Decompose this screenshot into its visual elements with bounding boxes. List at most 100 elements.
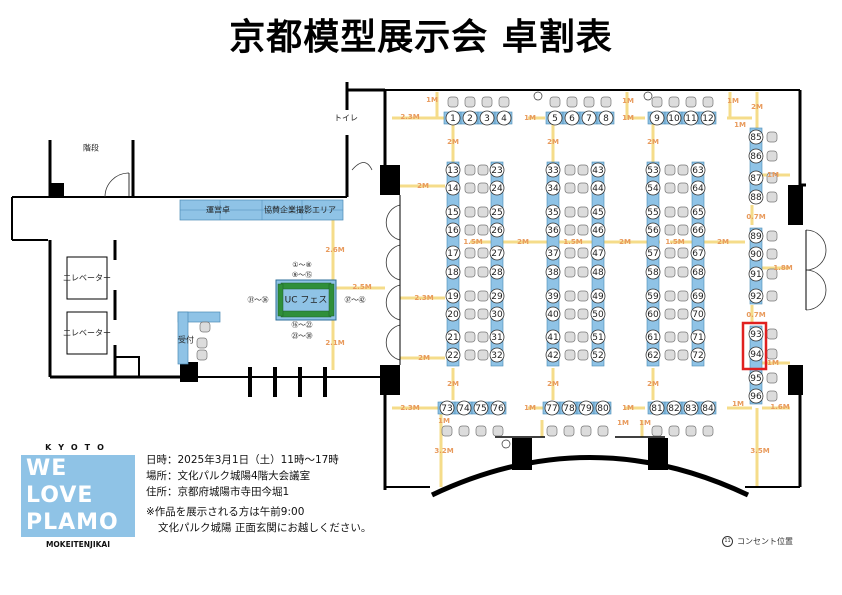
- door-arc: [104, 172, 130, 198]
- table-number-59: 59: [647, 292, 659, 302]
- chair: [766, 372, 778, 384]
- chair: [464, 96, 476, 108]
- table-number-circle: [547, 110, 563, 126]
- distance-label: 2M: [717, 238, 729, 246]
- logo: WE LOVE PLAMO: [21, 455, 135, 537]
- chair: [464, 247, 476, 259]
- uc-range: ㊲〜㊷: [345, 296, 366, 304]
- chair: [477, 331, 489, 343]
- table-number-circle: [545, 180, 561, 196]
- distance-label: 1M: [426, 96, 438, 104]
- table-number-43: 43: [592, 166, 603, 176]
- chair: [458, 425, 470, 437]
- chair: [464, 308, 476, 320]
- table-number-circle: [748, 370, 764, 386]
- table-number-circle: [645, 222, 661, 238]
- distance-label: 3.2M: [434, 447, 453, 455]
- table-number-circle: [748, 326, 764, 342]
- chair: [677, 206, 689, 218]
- table-number-21: 21: [447, 333, 458, 343]
- chair: [464, 349, 476, 361]
- table-number-circle: [590, 245, 606, 261]
- table-number-circle: [595, 400, 611, 416]
- table-number-25: 25: [491, 208, 502, 218]
- table-number-9: 9: [654, 114, 660, 124]
- chair: [766, 131, 778, 143]
- event-note-2: 文化パルク城陽 正面玄関にお越しください。: [158, 522, 372, 534]
- table-number-circle: [445, 288, 461, 304]
- table-number-88: 88: [750, 193, 762, 203]
- uc-green-col: [277, 283, 284, 317]
- table-number-circle: [690, 288, 706, 304]
- table-number-circle: [649, 400, 665, 416]
- table-number-86: 86: [750, 152, 762, 162]
- door-arc: [805, 229, 827, 271]
- chair: [664, 247, 676, 259]
- uc-green-col: [328, 283, 335, 317]
- page-title: 京都模型展示会 卓割表: [229, 17, 613, 58]
- table-number-circle: [690, 204, 706, 220]
- table-number-circle: [683, 110, 699, 126]
- table-number-42: 42: [547, 351, 558, 361]
- uc-range: ㉓〜㉚: [292, 332, 313, 340]
- uc-green-row: [280, 282, 332, 290]
- distance-label: 2.6M: [325, 246, 344, 254]
- chair: [702, 96, 714, 108]
- chair: [677, 349, 689, 361]
- chair: [564, 308, 576, 320]
- outlet-icon: 11: [722, 536, 733, 547]
- table-number-circle: [700, 110, 716, 126]
- chair: [577, 224, 589, 236]
- table-number-53: 53: [647, 166, 658, 176]
- table-number-circle: [462, 110, 478, 126]
- table-number-circle: [700, 400, 716, 416]
- table-number-circle: [748, 288, 764, 304]
- table-number-23: 23: [491, 166, 502, 176]
- table-number-15: 15: [447, 208, 458, 218]
- distance-label: 1M: [767, 171, 779, 179]
- table-number-circle: [445, 180, 461, 196]
- door-arc: [385, 284, 401, 321]
- table-number-circle: [666, 110, 682, 126]
- table-number-65: 65: [692, 208, 703, 218]
- chair: [677, 308, 689, 320]
- chair: [668, 96, 680, 108]
- chair: [664, 266, 676, 278]
- chair: [664, 290, 676, 302]
- chair: [464, 224, 476, 236]
- table-number-71: 71: [692, 333, 703, 343]
- table-number-44: 44: [592, 184, 604, 194]
- distance-label: 2.3M: [400, 113, 419, 121]
- table-number-circle: [545, 245, 561, 261]
- elevator-1: [66, 256, 108, 300]
- table-number-circle: [489, 222, 505, 238]
- chair: [477, 247, 489, 259]
- table-number-circle: [456, 400, 472, 416]
- table-number-51: 51: [592, 333, 603, 343]
- chair: [651, 425, 663, 437]
- chair: [477, 266, 489, 278]
- chair: [498, 96, 510, 108]
- distance-label: 2M: [647, 380, 659, 388]
- table-number-6: 6: [569, 114, 575, 124]
- table-number-12: 12: [702, 114, 713, 124]
- table-number-circle: [748, 148, 764, 164]
- table-number-89: 89: [750, 232, 762, 242]
- chair: [597, 425, 609, 437]
- chair: [664, 182, 676, 194]
- table-number-circle: [748, 189, 764, 205]
- table-number-circle: [564, 110, 580, 126]
- table-number-95: 95: [750, 374, 761, 384]
- table-number-35: 35: [547, 208, 558, 218]
- distance-label: 1M: [524, 404, 536, 412]
- event-place: 場所：文化パルク城陽4階大会議室: [146, 470, 311, 482]
- table-number-64: 64: [692, 184, 704, 194]
- table-number-circle: [690, 347, 706, 363]
- table-number-74: 74: [458, 404, 470, 414]
- chair: [563, 425, 575, 437]
- table-number-circle: [598, 110, 614, 126]
- chair: [481, 96, 493, 108]
- chair: [564, 349, 576, 361]
- table-number-circle: [748, 388, 764, 404]
- table-number-circle: [690, 329, 706, 345]
